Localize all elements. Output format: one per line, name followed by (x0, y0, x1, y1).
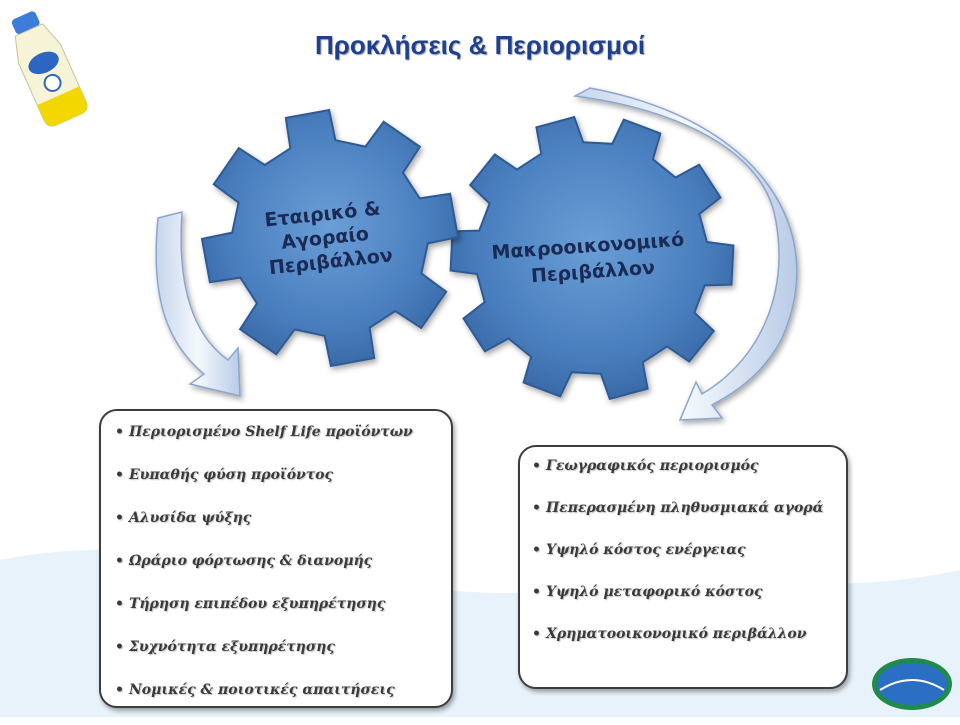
list-item-text: Αλυσίδα ψύξης (128, 510, 252, 526)
macroeconomic-constraints-box: •Γεωγραφικός περιορισμός •Πεπερασμένη πλ… (518, 445, 848, 689)
list-item: •Γεωγραφικός περιορισμός (532, 458, 846, 500)
bullet-icon: • (532, 626, 541, 642)
list-item-text: Χρηματοοικονομικό περιβάλλον (545, 626, 807, 642)
list-item: •Συχνότητα εξυπηρέτησης (115, 639, 451, 682)
corporate-constraints-list: •Περιορισμένο Shelf Life προϊόντων •Ευπα… (101, 411, 451, 725)
curved-arrow-right (572, 87, 798, 421)
bullet-icon: • (115, 682, 124, 698)
list-item: •Υψηλό μεταφορικό κόστος (532, 584, 846, 626)
list-item-text: Ωράριο φόρτωσης & διανομής (128, 553, 373, 569)
list-item: •Τήρηση επιπέδου εξυπηρέτησης (115, 596, 451, 639)
list-item-text: Γεωγραφικός περιορισμός (545, 458, 759, 474)
list-item-text: Περιορισμένο Shelf Life προϊόντων (128, 424, 413, 440)
bullet-icon: • (115, 553, 124, 569)
list-item: •Περιορισμένο Shelf Life προϊόντων (115, 424, 451, 467)
list-item: •Πεπερασμένη πληθυσμιακά αγορά (532, 500, 846, 542)
gear-left-label: Εταιρικό & Αγοραίο Περιβάλλον (263, 197, 394, 280)
macroeconomic-constraints-list: •Γεωγραφικός περιορισμός •Πεπερασμένη πλ… (520, 447, 846, 668)
bullet-icon: • (115, 510, 124, 526)
list-item: •Χρηματοοικονομικό περιβάλλον (532, 626, 846, 668)
list-item: •Ευπαθής φύση προϊόντος (115, 467, 451, 510)
list-item: •Αλυσίδα ψύξης (115, 510, 451, 553)
list-item-text: Υψηλό μεταφορικό κόστος (545, 584, 763, 600)
bullet-icon: • (115, 639, 124, 655)
bullet-icon: • (115, 424, 124, 440)
list-item: •Ωράριο φόρτωσης & διανομής (115, 553, 451, 596)
gear-macroeconomic (449, 115, 735, 401)
list-item-text: Τήρηση επιπέδου εξυπηρέτησης (128, 596, 386, 612)
gear-right-label: Μακροοικονομικό Περιβάλλον (491, 228, 694, 290)
curved-arrow-left (155, 211, 241, 397)
company-logo (872, 658, 952, 710)
page-title: Προκλήσεις & Περιορισμοί (314, 30, 646, 60)
gear-corporate-market (200, 108, 460, 368)
corporate-constraints-box: •Περιορισμένο Shelf Life προϊόντων •Ευπα… (99, 409, 453, 708)
bullet-icon: • (532, 458, 541, 474)
list-item-text: Πεπερασμένη πληθυσμιακά αγορά (545, 500, 824, 516)
bullet-icon: • (115, 467, 124, 483)
list-item-text: Νομικές & ποιοτικές απαιτήσεις (128, 682, 395, 698)
list-item-text: Υψηλό κόστος ενέργειας (545, 542, 746, 558)
list-item-text: Ευπαθής φύση προϊόντος (128, 467, 334, 483)
bullet-icon: • (532, 500, 541, 516)
bullet-icon: • (532, 584, 541, 600)
bullet-icon: • (532, 542, 541, 558)
list-item-text: Συχνότητα εξυπηρέτησης (128, 639, 335, 655)
list-item: •Νομικές & ποιοτικές απαιτήσεις (115, 682, 451, 725)
bullet-icon: • (115, 596, 124, 612)
list-item: •Υψηλό κόστος ενέργειας (532, 542, 846, 584)
milk-bottle-image (11, 11, 88, 127)
